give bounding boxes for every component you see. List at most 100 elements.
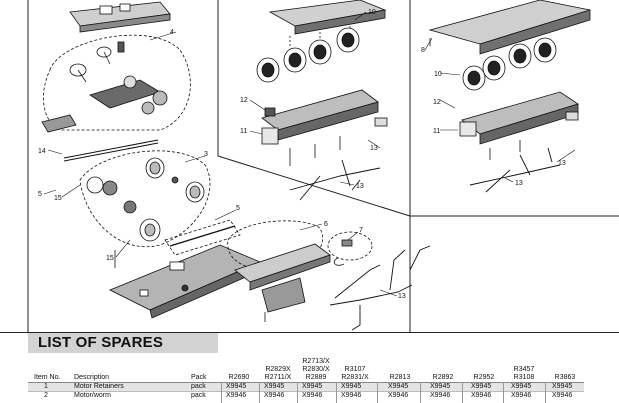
motor-group-outline [43,34,191,131]
col-header-8-line-2: R3108 [513,374,535,381]
header-pack: Pack [191,374,207,381]
col-header-3-line-1: R2713/X [302,358,330,365]
right-bogie-lower [459,91,579,160]
col-header-6-line-1: R2892 [432,374,454,381]
mid-bogie-frame [268,0,387,48]
header-description: Description [74,374,110,381]
wire-connector [333,239,353,266]
col-header-7: R2952 [466,374,502,382]
col-header-3-line-2: R2830/X [302,366,330,373]
lower-chassis [109,244,263,319]
col-header-3-line-3: R2889 [305,374,327,381]
row-2-value-2: X9946 [264,392,285,399]
col-divider [336,382,337,403]
spares-title: LIST OF SPARES [38,334,164,351]
col-header-4: R3107 R2831/X [336,366,374,382]
mid-wheelset [256,27,360,83]
callout-6: 6 [324,221,328,228]
callout-8: 8 [421,47,425,54]
col-header-4-line-2: R2831/X [341,374,369,381]
col-header-8: R3457 R3108 [505,366,543,382]
row-2-item: 2 [44,392,48,399]
spares-list: LIST OF SPARES R2690 R2829X R2711/X R271… [0,333,619,403]
col-header-5-line-1: R2813 [389,374,411,381]
leader-lines [43,11,576,297]
callout-labels: 4 3 5 6 7 13 14 5 15 15 10 12 11 13 13 8… [38,9,566,300]
col-header-2-line-2: R2711/X [264,374,292,381]
callout-13-mid-a: 13 [370,145,378,152]
top-chassis-part [69,1,171,33]
right-wheelset [462,37,557,91]
header-rule [28,382,584,383]
chassis-plate [234,243,331,322]
row-1-value-4: X9945 [341,383,362,390]
callout-10-mid: 10 [368,9,376,16]
callout-11-right: 11 [433,128,440,135]
callout-12-right: 12 [433,99,441,106]
right-wire-frame [469,147,561,193]
callout-13-right-b: 13 [515,180,523,187]
panel-frames [0,0,619,333]
col-header-9: R3863 [546,374,584,382]
col-header-3: R2713/X R2830/X R2889 [297,358,335,382]
col-divider [462,382,463,403]
header-item-no: Item No. [34,374,61,381]
col-header-2-line-1: R2829X [265,366,291,373]
callout-3: 3 [204,151,208,158]
row-1-value-8: X9945 [511,383,532,390]
mid-bogie-lower [261,89,388,166]
row-2-value-4: X9946 [341,392,362,399]
right-bogie-frame [428,0,591,55]
wheelset-group-outline [79,150,211,247]
long-rod [63,139,159,162]
row-1-value-9: X9945 [552,383,573,390]
col-header-8-line-1: R3457 [513,366,535,373]
callout-13-right-a: 13 [558,160,566,167]
callout-14: 14 [38,148,46,155]
col-header-6: R2892 [425,374,461,382]
connector-outline [327,231,373,261]
row-rule [28,391,584,392]
row-2-pack: pack [191,392,206,399]
coupling-rod-outline [164,219,241,256]
row-2-value-8: X9946 [511,392,532,399]
row-1-item: 1 [44,383,48,390]
callout-10-right: 10 [434,71,442,78]
col-divider [259,382,260,403]
coupling-rod [169,225,236,247]
callout-15-lower: 15 [106,255,114,262]
row-2-value-1: X9946 [226,392,247,399]
col-header-2: R2829X R2711/X [259,366,297,382]
row-1-description: Motor Retainers [74,383,124,390]
table-row-1-shade [28,383,584,391]
callout-7: 7 [359,227,363,234]
mid-wire-frame [289,159,381,201]
row-2-description: Motor/worm [74,392,111,399]
row-2-value-6: X9946 [430,392,451,399]
col-divider [297,382,298,403]
row-2-value-7: X9946 [471,392,492,399]
callout-11-mid: 11 [240,128,247,135]
row-1-value-7: X9945 [471,383,492,390]
col-divider [545,382,546,403]
exploded-parts-diagram: 4 3 5 6 7 13 14 5 15 15 10 12 11 13 13 8… [0,0,619,333]
col-header-7-line-1: R2952 [473,374,495,381]
callout-5-upper: 5 [236,205,240,212]
spares-title-bar [28,333,218,353]
row-1-value-5: X9945 [388,383,409,390]
row-2-value-5: X9946 [388,392,409,399]
col-divider [420,382,421,403]
col-divider [503,382,504,403]
callout-13-mid-b: 13 [356,183,364,190]
col-header-9-line-1: R3863 [554,374,576,381]
row-2-value-3: X9946 [302,392,323,399]
callout-15-upper: 15 [54,195,62,202]
row-2-value-9: X9946 [552,392,573,399]
col-header-5: R2813 [382,374,418,382]
row-1-value-1: X9945 [226,383,247,390]
row-1-value-6: X9945 [430,383,451,390]
pickup-wire-frame [329,245,431,331]
callout-5-lower: 5 [38,191,42,198]
col-divider [377,382,378,403]
col-header-4-line-1: R3107 [344,366,366,373]
